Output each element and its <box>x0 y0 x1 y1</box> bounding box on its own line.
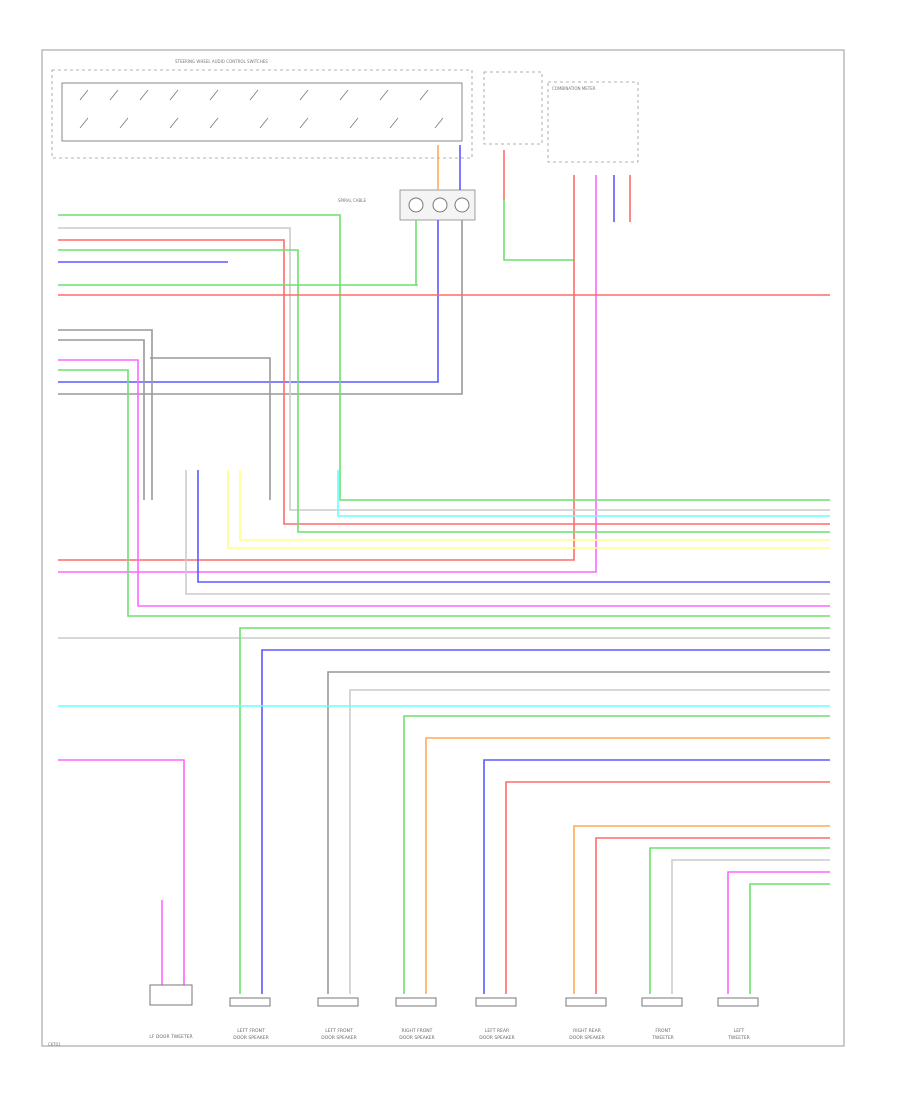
wire-magenta-low <box>727 871 830 994</box>
wire-magenta-left <box>58 759 185 990</box>
wire-magenta-mid <box>58 359 830 607</box>
speaker-label: RIGHT REAR <box>573 1028 601 1034</box>
speaker-sublabel: DOOR SPEAKER <box>479 1035 515 1041</box>
wire-magenta-meter <box>58 175 597 573</box>
wire-red-top <box>58 239 830 525</box>
speaker-lf-tweeter: LF DOOR TWEETER <box>149 984 193 1040</box>
wire-blue-low-2 <box>483 759 830 994</box>
speaker-label: LEFT FRONT <box>325 1028 353 1034</box>
wire-green-2 <box>58 249 830 533</box>
wire-red-meter-a <box>58 175 575 561</box>
speaker-front-tweeter: FRONT TWEETER <box>641 997 683 1041</box>
speaker-label: RIGHT FRONT <box>402 1028 433 1034</box>
wire-green-low-3 <box>649 847 830 994</box>
diagram-footer-tag: CKT01 <box>48 1042 61 1047</box>
speaker-label: FRONT <box>655 1028 671 1034</box>
speaker-left-rear: LEFT REAR DOOR SPEAKER <box>475 997 517 1041</box>
speaker-right-rear: RIGHT REAR DOOR SPEAKER <box>565 997 607 1041</box>
wire-gray-bundle <box>150 357 271 500</box>
wire-lightgray-low-3 <box>671 859 830 994</box>
speaker-label: LEFT FRONT <box>237 1028 265 1034</box>
diagram-frame <box>41 49 845 1047</box>
wire-blue-mid <box>197 470 830 583</box>
speaker-left-front-1: LEFT FRONT DOOR SPEAKER <box>229 997 271 1041</box>
wire-group <box>58 145 830 994</box>
speaker-label: LEFT REAR <box>485 1028 509 1034</box>
wire-blue-long <box>58 220 439 383</box>
speaker-row: LF DOOR TWEETER LEFT FRONT DOOR SPEAKER … <box>149 984 759 1041</box>
speaker-sublabel: DOOR SPEAKER <box>233 1035 269 1041</box>
wire-lightgray-low-2 <box>349 689 830 994</box>
speaker-right-front: RIGHT FRONT DOOR SPEAKER <box>395 997 437 1041</box>
wire-gray-mid-3 <box>185 470 830 595</box>
wire-green-mid <box>58 369 830 617</box>
combination-meter-label: COMBINATION METER <box>552 86 596 91</box>
wire-yellow-mid <box>227 470 830 549</box>
speaker-sublabel: DOOR SPEAKER <box>399 1035 435 1041</box>
speaker-label: LEFT <box>734 1028 745 1034</box>
wire-gray-mid-2 <box>58 339 145 500</box>
wire-red-low <box>505 781 830 994</box>
wire-green-low-2 <box>403 715 830 994</box>
diagram-header-text: STEERING WHEEL AUDIO CONTROL SWITCHES <box>175 59 268 64</box>
wire-cyan-mid <box>337 470 830 517</box>
speaker-sublabel: TWEETER <box>727 1035 750 1041</box>
wire-red-low-2 <box>595 837 830 994</box>
wire-blue-low <box>261 649 830 994</box>
wire-gray-long <box>58 220 463 395</box>
wire-yellow-mid-2 <box>239 470 830 541</box>
speaker-left-front-2: LEFT FRONT DOOR SPEAKER <box>317 997 359 1041</box>
wire-green-sensor <box>503 200 574 261</box>
wire-orange-low <box>425 737 830 994</box>
wire-lightgray-top <box>58 227 830 511</box>
steering-switch-panel <box>51 69 473 159</box>
speaker-sublabel: DOOR SPEAKER <box>569 1035 605 1041</box>
wire-green-top <box>58 214 830 501</box>
wire-green-low-4 <box>749 883 830 994</box>
wire-gray-mid <box>58 329 153 500</box>
wire-gray-low <box>327 671 830 994</box>
combination-meter <box>547 81 639 163</box>
steering-angle-sensor <box>483 71 543 145</box>
spiral-cable-label: SPIRAL CABLE <box>338 198 366 203</box>
speaker-label: LF DOOR TWEETER <box>149 1034 192 1040</box>
wire-orange-low-2 <box>573 825 830 994</box>
speaker-sublabel: DOOR SPEAKER <box>321 1035 357 1041</box>
speaker-left-tweeter: LEFT TWEETER <box>717 997 759 1041</box>
speaker-sublabel: TWEETER <box>651 1035 674 1041</box>
wire-green-low <box>239 627 830 994</box>
spiral-cable-connector: SPIRAL CABLE <box>338 189 476 221</box>
